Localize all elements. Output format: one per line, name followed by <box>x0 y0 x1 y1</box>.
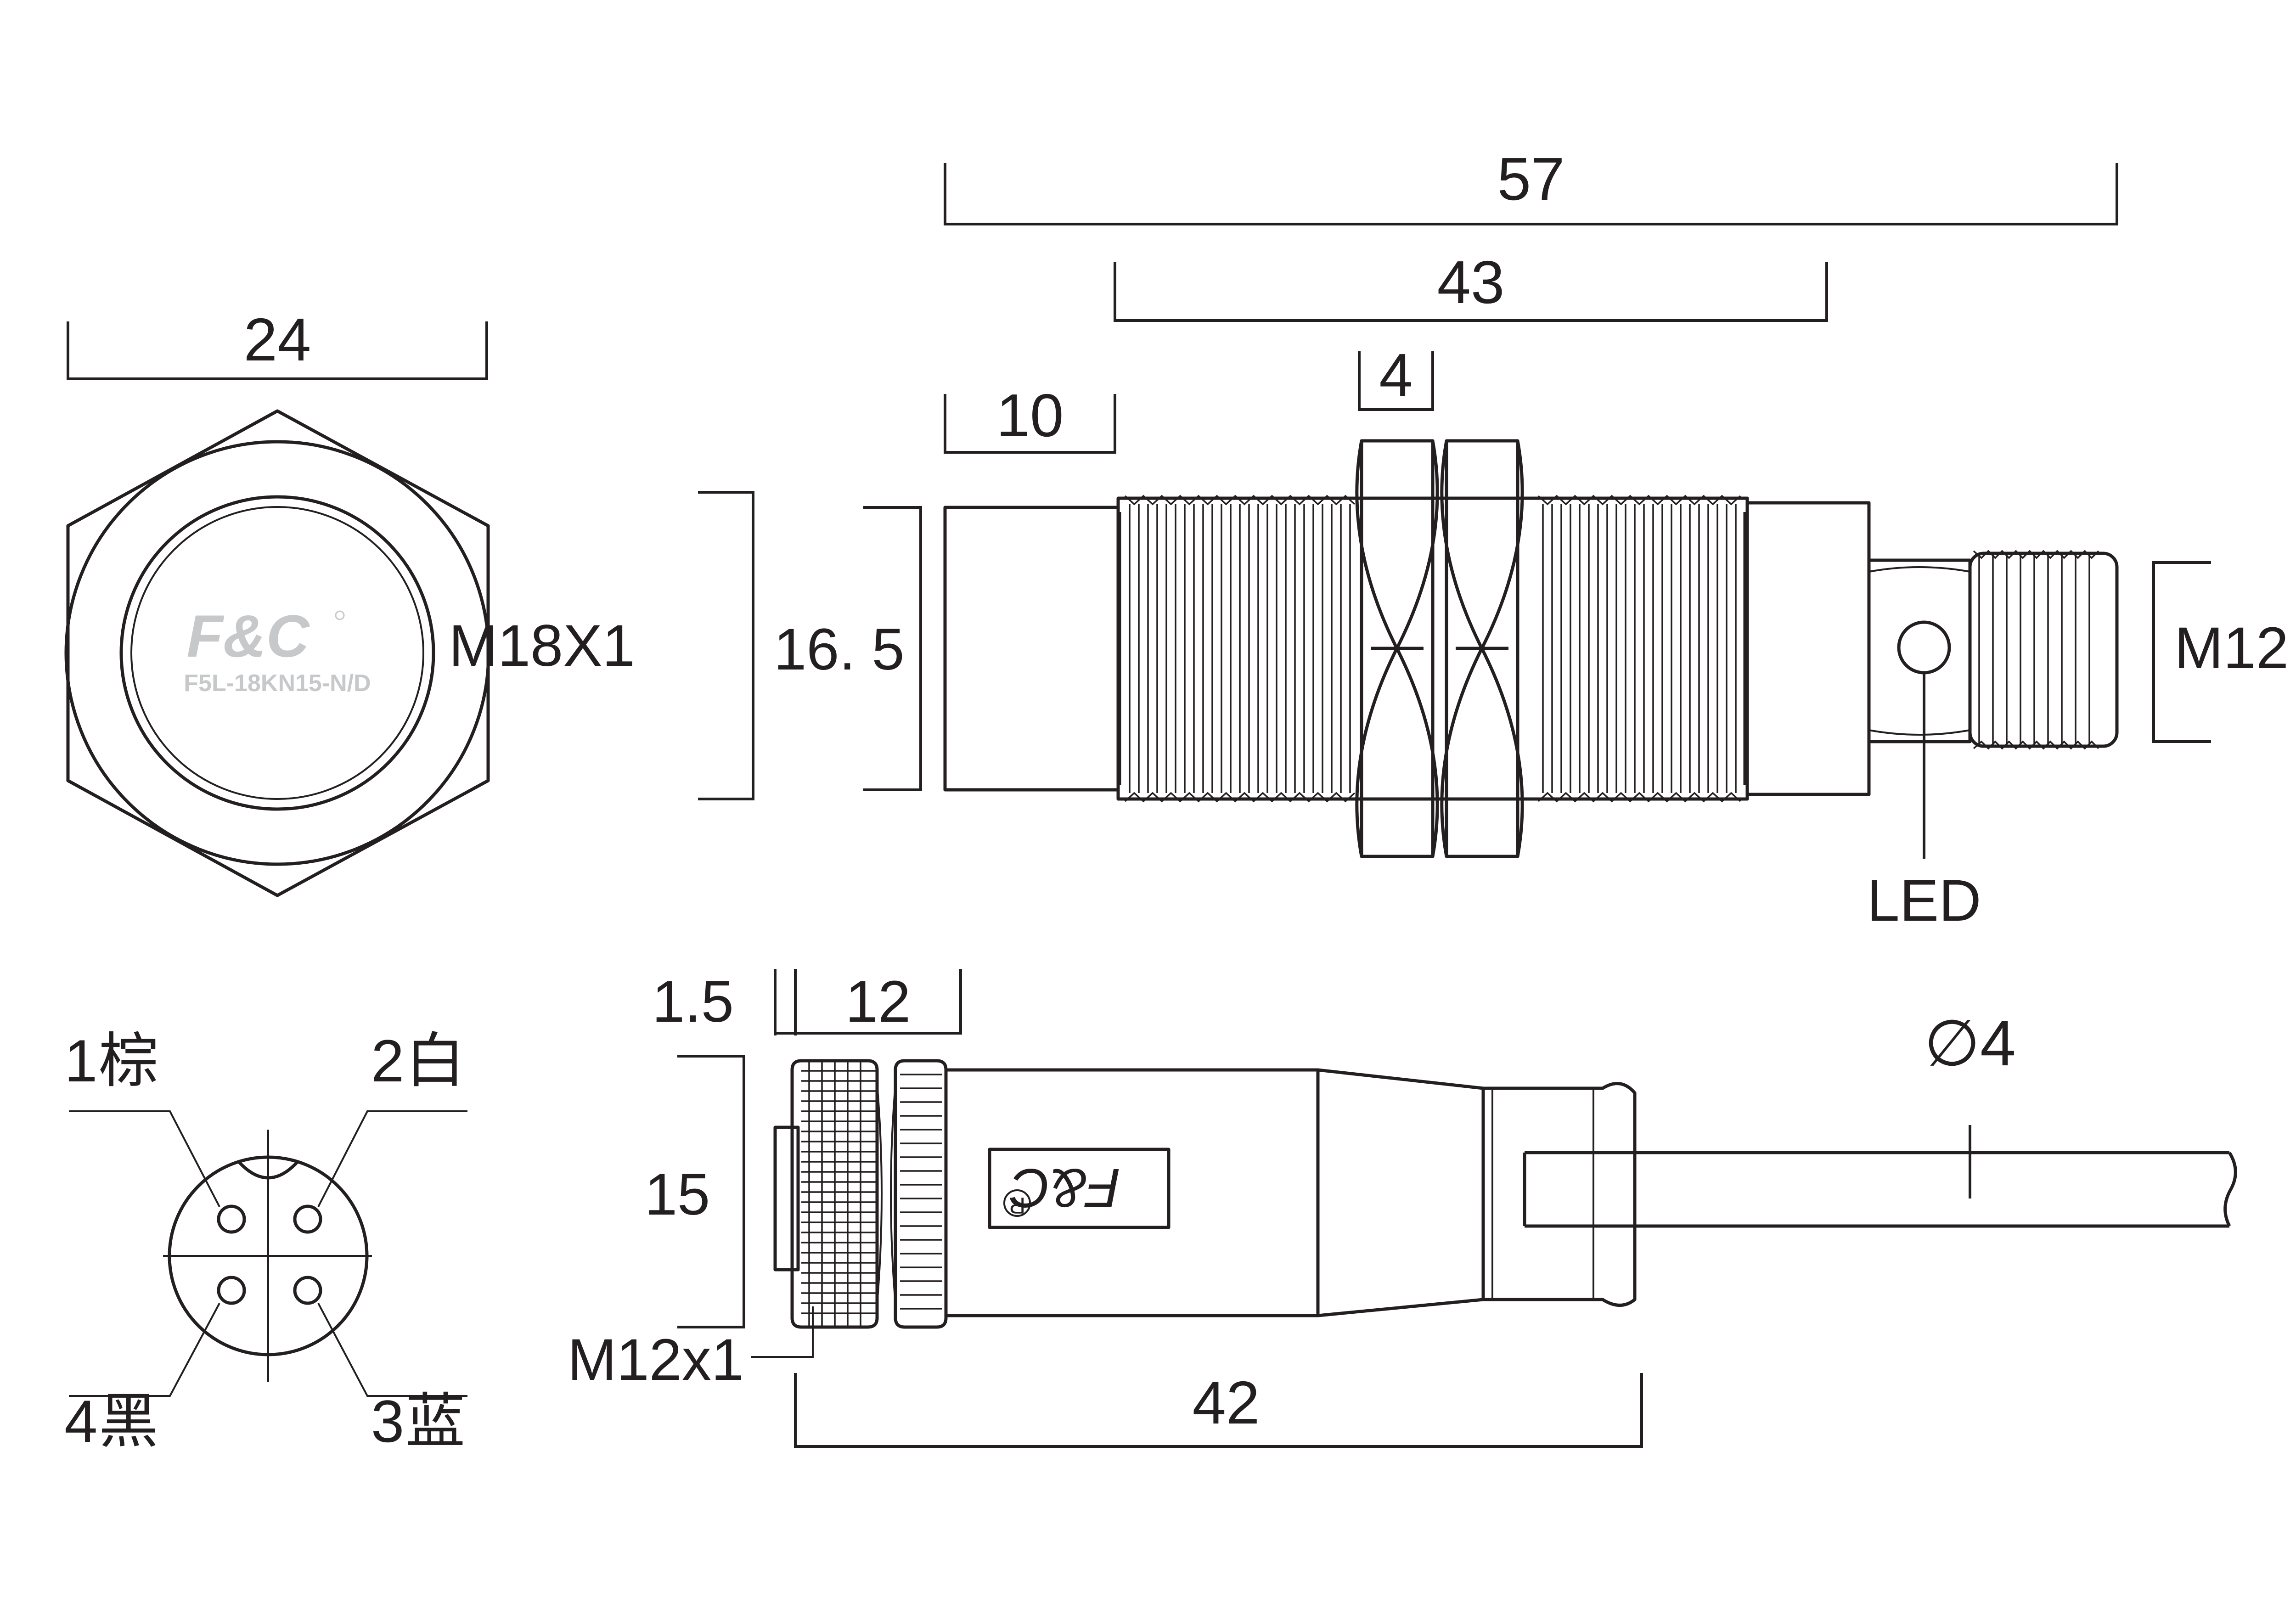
hex-chamfer-circle <box>64 440 490 866</box>
side-view: 57 43 4 10 M18X1 16. 5 <box>449 145 2289 934</box>
connector-logo-plate: F&C R <box>988 1148 1171 1229</box>
led-callout: LED <box>1867 673 1981 934</box>
pin-3-leader <box>317 1303 467 1397</box>
led-label: LED <box>1867 868 1981 934</box>
svg-text:棕: 棕 <box>99 1027 158 1094</box>
cable <box>1523 1151 2237 1228</box>
svg-text:蓝: 蓝 <box>405 1388 465 1455</box>
dim-m12x1: M12x1 <box>568 1306 814 1393</box>
svg-text:白: 白 <box>405 1027 465 1094</box>
dim-57-label: 57 <box>1497 145 1565 213</box>
svg-text:3: 3 <box>371 1388 404 1455</box>
dim-1-5: 1.5 <box>652 969 797 1035</box>
dim-10-label: 10 <box>996 382 1064 449</box>
pin-2 <box>293 1204 322 1234</box>
face-inner-circle <box>130 506 424 800</box>
front-view: 24 F&C F5L-18KN15-N/D <box>64 306 490 897</box>
dim-15: 15 <box>645 1055 745 1328</box>
face-model-text: F5L-18KN15-N/D <box>184 670 371 697</box>
dim-m12: M12 <box>2152 561 2289 743</box>
svg-text:2: 2 <box>371 1027 404 1094</box>
dim-4-label: 4 <box>1379 341 1412 409</box>
dim-42: 42 <box>794 1369 1643 1448</box>
pin-1 <box>217 1204 246 1234</box>
dim-m12-label: M12 <box>2174 615 2289 681</box>
dim-12: 12 <box>795 969 962 1035</box>
cable-connector-view: 1.5 12 15 M12x1 42 <box>568 969 2237 1448</box>
threaded-body <box>1116 495 1749 803</box>
connector-registered-circle <box>1003 1189 1031 1217</box>
m12-connector <box>1968 550 2119 750</box>
dim-cable-diameter: ∅4 <box>1924 1007 2016 1198</box>
led-window <box>1897 620 1951 675</box>
dim-43-label: 43 <box>1437 248 1505 316</box>
dim-16-5: 16. 5 <box>774 506 922 791</box>
lock-nut-2 <box>1440 439 1524 858</box>
dim-42-label: 42 <box>1193 1369 1260 1436</box>
led-section <box>1868 558 1972 743</box>
connector-body <box>944 1068 1637 1317</box>
hex-nut-outline <box>66 409 490 897</box>
lock-nut-1 <box>1355 439 1439 858</box>
pin-4-leader <box>69 1303 220 1397</box>
dim-m12x1-label: M12x1 <box>568 1327 744 1393</box>
pin-1-label: 1 棕 <box>64 1027 158 1094</box>
face-brand-logo: F&C <box>186 602 310 670</box>
knurled-coupling-nut <box>790 1059 879 1329</box>
dim-15-label: 15 <box>645 1162 710 1227</box>
pin-2-leader <box>317 1110 467 1207</box>
rear-housing <box>1745 501 1871 796</box>
coupling-ring <box>876 1059 948 1329</box>
dim-1-5-label: 1.5 <box>652 969 734 1035</box>
dim-m18x1: M18X1 <box>449 491 754 800</box>
pin-1-leader <box>69 1110 220 1207</box>
dim-4: 4 <box>1358 341 1434 411</box>
pin-center-cross <box>255 1243 281 1269</box>
socket-insert <box>773 1125 800 1272</box>
sensing-face <box>943 506 1120 792</box>
dim-24-label: 24 <box>244 306 311 373</box>
dim-24: 24 <box>67 306 488 380</box>
pin-4 <box>217 1276 246 1305</box>
svg-text:黑: 黑 <box>99 1388 158 1455</box>
svg-text:4: 4 <box>64 1388 97 1455</box>
pin-2-label: 2 白 <box>371 1027 465 1094</box>
dim-cable-diameter-label: ∅4 <box>1924 1007 2016 1079</box>
dim-16-5-label: 16. 5 <box>774 617 905 682</box>
pin-3-label: 3 蓝 <box>371 1388 465 1455</box>
face-registered-mark <box>335 610 345 620</box>
dim-43: 43 <box>1114 248 1828 322</box>
pin-layout: 1 棕 2 白 3 蓝 4 黑 <box>64 1027 467 1455</box>
svg-text:1: 1 <box>64 1027 97 1094</box>
dim-12-label: 12 <box>845 969 911 1035</box>
connector-registered-mark: R <box>1009 1193 1025 1218</box>
dim-10: 10 <box>944 382 1116 454</box>
pin-3 <box>293 1276 322 1305</box>
dim-m18x1-label: M18X1 <box>449 613 635 679</box>
dim-57: 57 <box>944 145 2118 225</box>
face-outer-circle <box>119 495 435 811</box>
connector-brand-logo: F&C <box>1010 1157 1120 1219</box>
pin-4-label: 4 黑 <box>64 1388 158 1455</box>
